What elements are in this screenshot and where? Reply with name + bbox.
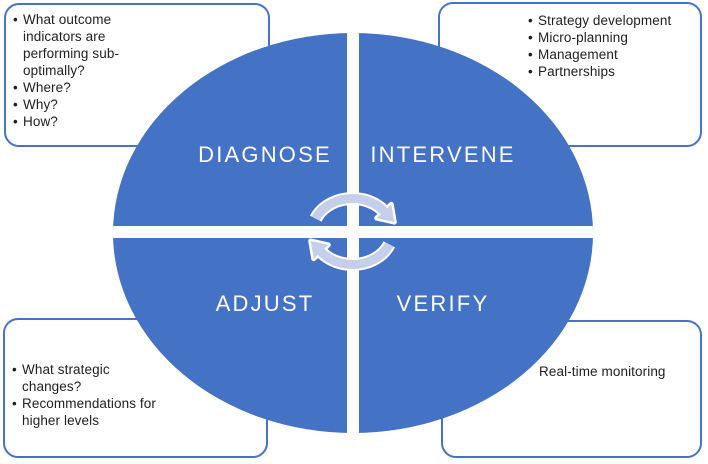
bullet-icon — [528, 29, 538, 46]
cycle-ellipse — [113, 33, 593, 433]
note-text: Real-time monitoring — [539, 364, 666, 379]
list-item: Recommendations for higher levels — [12, 395, 262, 429]
list-item-text: What strategic changes? — [22, 362, 110, 394]
note-list: What strategic changes? Recommendations … — [12, 361, 262, 429]
list-item: How? — [13, 113, 264, 130]
quadrant-label-diagnose: DIAGNOSE — [198, 142, 332, 167]
list-item: What outcome indicators are performing s… — [13, 11, 264, 79]
quadrant-label-intervene: INTERVENE — [370, 142, 516, 167]
list-item-text: How? — [23, 114, 58, 129]
list-item-text: Partnerships — [538, 64, 615, 79]
bullet-icon — [528, 63, 538, 80]
list-item-text: Strategy development — [538, 13, 672, 28]
list-item-text: Recommendations for higher levels — [22, 396, 156, 428]
quadrant-label-verify: VERIFY — [396, 291, 490, 316]
bullet-icon — [528, 46, 538, 63]
bullet-icon — [12, 395, 22, 412]
list-item-text: Where? — [23, 80, 71, 95]
list-item-text: Why? — [23, 97, 58, 112]
list-item: Management — [528, 46, 700, 63]
list-item: What strategic changes? — [12, 361, 262, 395]
list-item-text: What outcome indicators are performing s… — [23, 12, 120, 78]
bullet-icon — [13, 79, 23, 96]
bullet-icon — [12, 361, 22, 378]
note-list: What outcome indicators are performing s… — [13, 11, 264, 130]
quadrant-label-adjust: ADJUST — [215, 291, 315, 316]
bullet-icon — [528, 12, 538, 29]
bullet-icon — [13, 11, 23, 28]
list-item: Partnerships — [528, 63, 700, 80]
list-item: Where? — [13, 79, 264, 96]
note-list: Strategy development Micro-planning Mana… — [528, 12, 700, 80]
bullet-icon — [13, 113, 23, 130]
bullet-icon — [13, 96, 23, 113]
list-item-text: Micro-planning — [538, 30, 628, 45]
list-item: Strategy development — [528, 12, 700, 29]
horizontal-divider — [113, 226, 593, 238]
list-item-text: Management — [538, 47, 618, 62]
list-item: Micro-planning — [528, 29, 700, 46]
list-item: Why? — [13, 96, 264, 113]
